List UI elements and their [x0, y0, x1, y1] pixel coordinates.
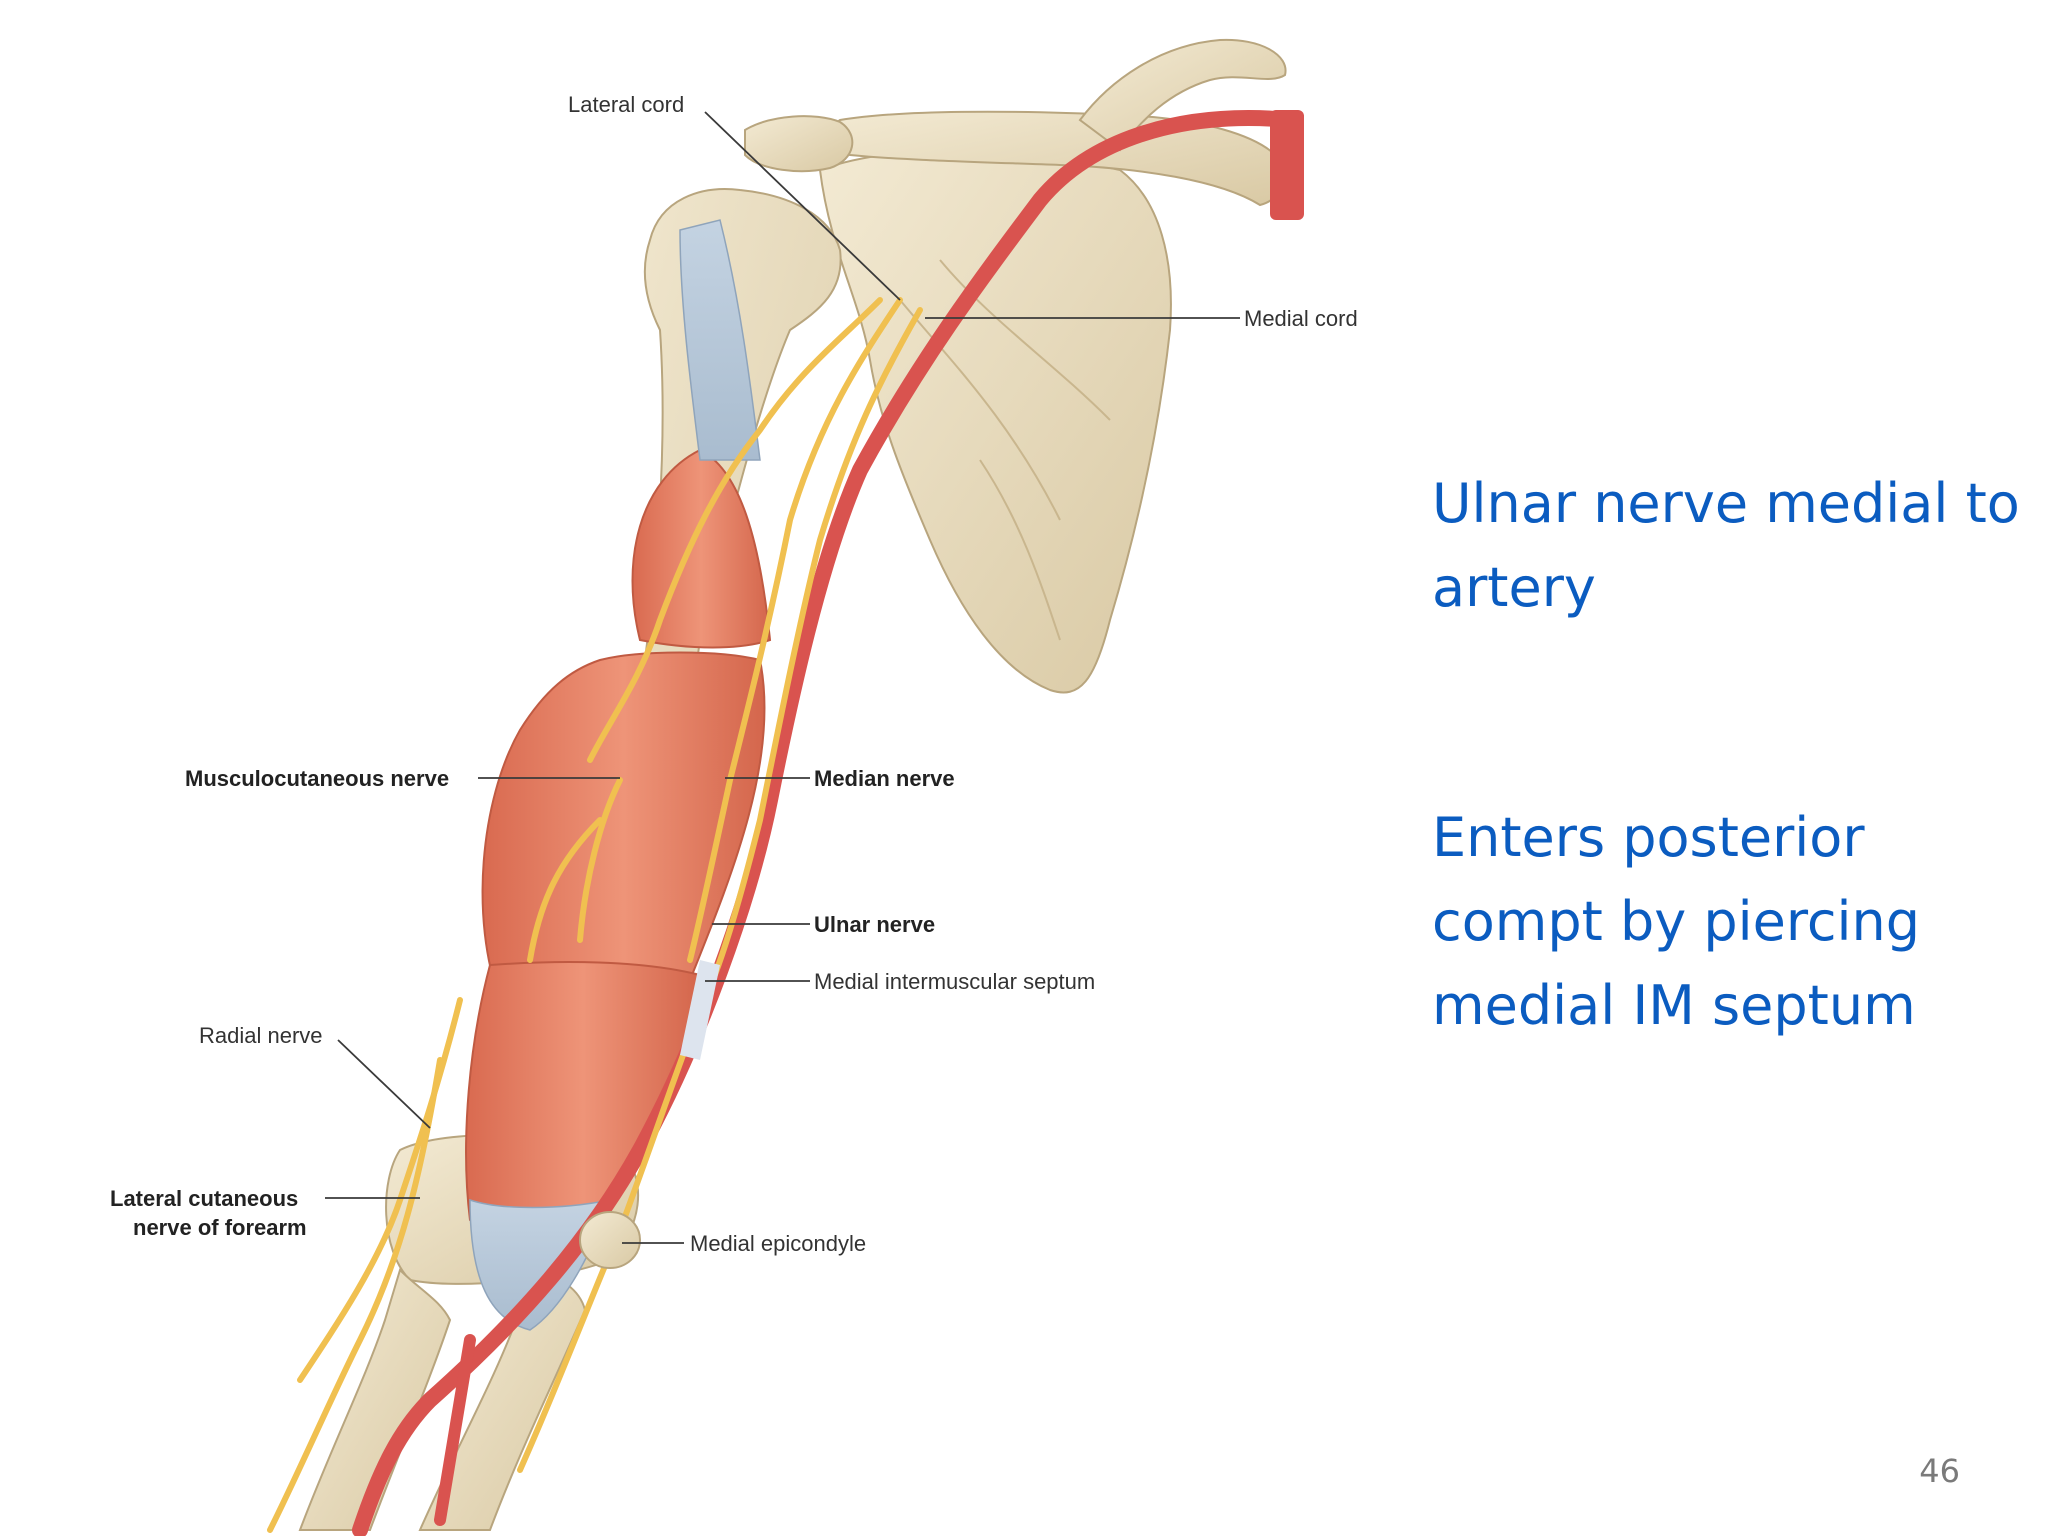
- note-ulnar-medial-to-artery: Ulnar nerve medial to artery: [1432, 472, 2020, 619]
- ulna: [418, 1268, 587, 1531]
- scapula: [818, 150, 1172, 694]
- musculocutaneous-path: [587, 297, 883, 763]
- label-median-nerve: Median nerve: [814, 766, 955, 791]
- label-medial-intermuscular-septum: Medial intermuscular septum: [814, 969, 1095, 994]
- label-ulnar-nerve: Ulnar nerve: [814, 912, 935, 937]
- biceps-tendon-lower: [469, 1198, 612, 1331]
- leader-lateral-cord: [704, 111, 901, 301]
- scapula-ridges: [899, 259, 1111, 641]
- biceps-upper: [631, 448, 772, 649]
- leader-lines: [325, 111, 1240, 1244]
- brachial-artery: [352, 110, 1298, 1536]
- label-medial-cord: Medial cord: [1244, 306, 1358, 331]
- page-number: 46: [1919, 1452, 1960, 1490]
- median-nerve-path: [687, 297, 903, 963]
- clavicle: [830, 110, 1285, 207]
- artery-branch: [434, 1334, 476, 1526]
- label-lateral-cord: Lateral cord: [568, 92, 684, 117]
- lateral-cutaneous-path: [267, 1057, 443, 1533]
- note-enters-posterior-compartment: Enters posterior compt by piercing media…: [1432, 806, 1921, 1037]
- leader-radial: [337, 1039, 431, 1129]
- medial-epicondyle-shape: [579, 1211, 641, 1269]
- biceps-tendon-upper: [679, 219, 761, 461]
- label-medial-epicondyle: Medial epicondyle: [690, 1231, 866, 1256]
- radius: [298, 1268, 452, 1531]
- label-radial-nerve: Radial nerve: [199, 1023, 323, 1048]
- label-musculocutaneous-nerve: Musculocutaneous nerve: [185, 766, 449, 791]
- acromion: [744, 115, 854, 173]
- muscular-branch-2: [527, 817, 603, 963]
- label-lateral-cutaneous-line1: Lateral cutaneous: [110, 1186, 298, 1211]
- label-lateral-cutaneous-line2: nerve of forearm: [133, 1215, 307, 1240]
- artery-cut-end: [1270, 110, 1304, 220]
- muscular-branch-1: [577, 777, 623, 943]
- septum-strip: [680, 960, 720, 1060]
- coracoid: [1078, 38, 1287, 152]
